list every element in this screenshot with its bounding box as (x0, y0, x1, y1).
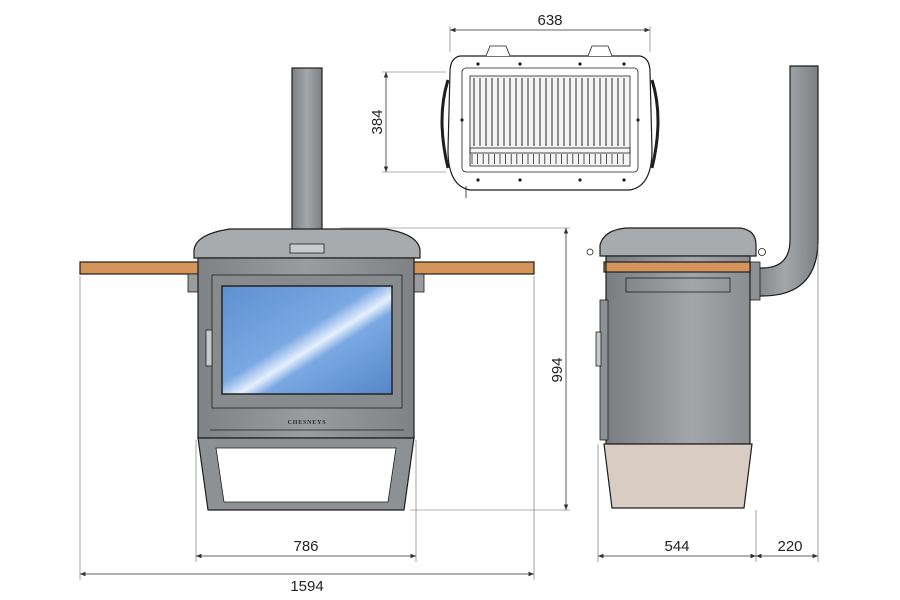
front-right-shelf-bracket (413, 273, 425, 293)
brand-logo: CHESNEYS (288, 420, 327, 426)
fixing-dot (578, 178, 582, 182)
front-left-shelf (79, 261, 201, 275)
fixing-dot (622, 62, 626, 66)
side-rear-hook (758, 248, 766, 256)
side-body (605, 255, 751, 445)
dim-label-total-width: 1594 (290, 578, 323, 595)
fixing-dot (518, 178, 522, 182)
dim-label-grate-width: 638 (537, 12, 562, 29)
top-rear-lug-right (587, 45, 613, 57)
front-door-handle (205, 329, 213, 367)
side-view (586, 65, 819, 509)
side-flue-elbow (751, 65, 819, 297)
front-base-opening (215, 447, 397, 503)
side-shelf-edge-front (605, 261, 751, 273)
dim-label-side-depth: 544 (664, 538, 689, 555)
side-base (603, 443, 753, 509)
dim-label-height: 994 (549, 357, 566, 382)
front-glass-window (221, 285, 393, 395)
front-right-shelf (411, 261, 535, 275)
grate-bars (460, 62, 640, 182)
side-top-plate (599, 227, 757, 257)
fixing-dot (518, 62, 522, 66)
top-left-handle (440, 79, 450, 169)
fixing-dot (460, 118, 464, 122)
fixing-dot (622, 178, 626, 182)
side-front-knob (586, 248, 594, 256)
front-view: CHESNEYS (79, 67, 535, 511)
top-grate-front-bar (469, 147, 631, 154)
fixing-dot (476, 62, 480, 66)
front-top-plate (193, 228, 421, 259)
dimension-lines: 638 384 994 786 1594 544 220 (79, 12, 819, 595)
dim-label-flue-offset: 220 (777, 538, 802, 555)
fixing-dot (636, 118, 640, 122)
front-top-handle (289, 243, 325, 254)
side-door-edge (599, 299, 609, 441)
top-view (440, 45, 660, 198)
top-right-handle (650, 79, 660, 169)
front-flue-pipe (291, 67, 323, 237)
top-rear-lug-left (485, 45, 511, 57)
front-left-shelf-bracket (187, 273, 199, 293)
fixing-dot (476, 178, 480, 182)
fixing-dot (578, 62, 582, 66)
top-grate (469, 75, 631, 167)
dim-label-grate-depth: 384 (369, 109, 386, 134)
side-shelf-support (625, 277, 731, 293)
dim-label-body-width: 786 (293, 538, 318, 555)
side-door-handle (595, 331, 602, 367)
